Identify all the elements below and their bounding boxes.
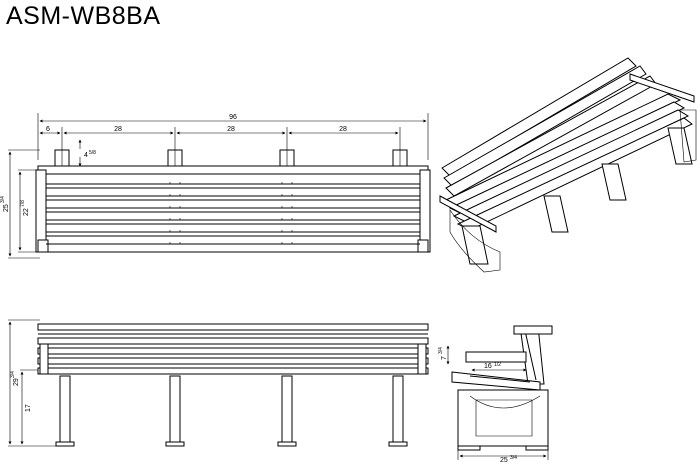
depth-outer-fraction: 3/4 [0, 196, 6, 203]
top-width-label: 96 [229, 114, 237, 121]
post-offset-label: 6 [46, 126, 50, 133]
front-height-dimension: 29 3/4 17 [8, 321, 32, 445]
side-depth-label: 25 [500, 457, 508, 464]
front-bench-body [37, 323, 429, 447]
depth-inner-fraction: 7/8 [20, 200, 26, 207]
top-width-dimension: 96 [37, 113, 429, 160]
armrest-height-label: 7 [441, 356, 448, 360]
post-depth-fraction: 5/8 [89, 150, 96, 156]
top-post-spacing-dimension: 6 28 28 28 [39, 126, 401, 150]
depth-outer-label: 25 [3, 204, 10, 212]
drawing-title: ASM-WB8BA [6, 2, 161, 30]
front-view: 29 3/4 17 [8, 319, 429, 447]
side-view: 7 3/4 16 1/2 25 3/4 [438, 325, 553, 464]
seat-to-back-label: 16 [484, 363, 492, 370]
total-height-fraction: 3/4 [10, 371, 16, 378]
seat-to-back-fraction: 1/2 [494, 362, 501, 368]
isometric-view [439, 57, 697, 273]
side-dimensions: 7 3/4 16 1/2 25 3/4 [438, 345, 549, 464]
top-view: 96 6 28 28 28 4 5/8 [0, 113, 431, 259]
seat-height-label: 17 [25, 404, 32, 412]
side-depth-fraction: 3/4 [510, 455, 517, 461]
top-bench-body [35, 165, 431, 253]
total-height-label: 29 [13, 378, 20, 386]
post-spacing-label-3: 28 [339, 126, 347, 133]
top-depth-dimension: 25 3/4 22 7/8 [0, 149, 40, 259]
depth-inner-label: 22 [23, 208, 30, 216]
post-spacing-label-1: 28 [114, 126, 122, 133]
post-spacing-label-2: 28 [227, 126, 235, 133]
post-depth-dimension: 4 5/8 [78, 139, 96, 167]
post-depth-label: 4 [84, 152, 88, 159]
armrest-height-fraction: 3/4 [438, 347, 444, 354]
top-posts [54, 149, 408, 169]
